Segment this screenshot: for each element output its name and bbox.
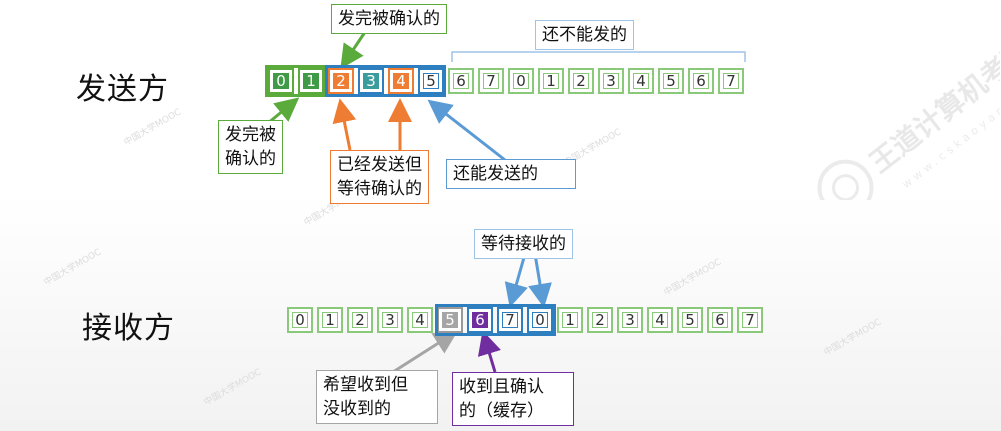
sender-frame-cell: 1 [298,68,324,94]
sender-frame-cell: 6 [688,68,714,94]
callout-line: 已经发送但 [337,155,422,175]
receiver-frame-cell: 1 [317,307,343,333]
receiver-frame-cell: 4 [407,307,433,333]
callout-line: 希望收到但 [323,375,408,395]
receiver-frame-cell: 2 [587,307,613,333]
receiver-frame-cell: 5 [677,307,703,333]
sender-label: 发送方 [76,72,169,107]
sender-frame-cell: 4 [388,68,414,94]
callout-line: 发完被 [225,125,276,145]
callout-expected-not-received: 希望收到但 没收到的 [316,370,438,424]
receiver-frame-cell: 3 [617,307,643,333]
receiver-frame-cell: 6 [707,307,733,333]
callout-sent-waiting: 已经发送但 等待确认的 [330,150,429,204]
arrow-can-send [427,99,506,162]
callout-line: 确认的 [225,149,276,169]
arrow-buffered [477,330,501,373]
sender-frame-cell: 0 [508,68,534,94]
bracket-not-sendable [451,51,746,62]
sender-frame-cell: 3 [598,68,624,94]
sender-frame-cell: 6 [448,68,474,94]
receiver-frame-cell: 7 [737,307,763,333]
callout-not-sendable: 还不能发的 [535,20,634,50]
receiver-frame-cell: 2 [347,307,373,333]
callout-line: 没收到的 [323,399,391,419]
callout-sent-confirmed-left: 发完被 确认的 [218,120,283,174]
brand-watermark: 王道计算机考研 www.cskaoyan.com [760,0,1001,216]
receiver-label: 接收方 [82,311,175,346]
arrow-expected [392,330,459,374]
callout-sent-confirmed-top: 发完被确认的 [331,4,447,34]
arrow-waiting-7 [504,253,528,308]
callout-waiting-receive: 等待接收的 [474,229,573,259]
receiver-frame-cell: 5 [437,307,463,333]
sender-frame-cell: 2 [568,68,594,94]
receiver-frame-cell: 6 [467,307,493,333]
sender-frame-cell: 5 [418,68,444,94]
arrow-waiting-2 [332,98,357,151]
sender-frame-cell: 7 [478,68,504,94]
arrow-confirmed-top [340,31,367,69]
receiver-frame-cell: 3 [377,307,403,333]
callout-line: 收到且确认 [459,377,544,397]
sender-frame-cell: 7 [718,68,744,94]
sender-frame-cell: 4 [628,68,654,94]
receiver-frame-cell: 7 [497,307,523,333]
callout-line: 等待确认的 [337,179,422,199]
sender-window: 0 1 2 3 4 5 6 7 0 1 2 3 4 5 6 7 [268,68,748,94]
receiver-frame-cell: 0 [527,307,553,333]
callout-line: 的（缓存） [459,401,544,421]
receiver-frame-cell: 0 [287,307,313,333]
sender-frame-cell: 3 [358,68,384,94]
sender-frame-cell: 0 [268,68,294,94]
receiver-window: 0 1 2 3 4 5 6 7 0 1 2 3 4 5 6 7 [287,307,767,333]
sender-frame-cell: 1 [538,68,564,94]
receiver-frame-cell: 4 [647,307,673,333]
callout-received-buffered: 收到且确认 的（缓存） [452,372,574,426]
sender-frame-cell: 2 [328,68,354,94]
arrow-waiting-0 [528,253,552,308]
receiver-frame-cell: 1 [557,307,583,333]
sender-frame-cell: 5 [658,68,684,94]
callout-can-send: 还能发送的 [446,159,576,189]
